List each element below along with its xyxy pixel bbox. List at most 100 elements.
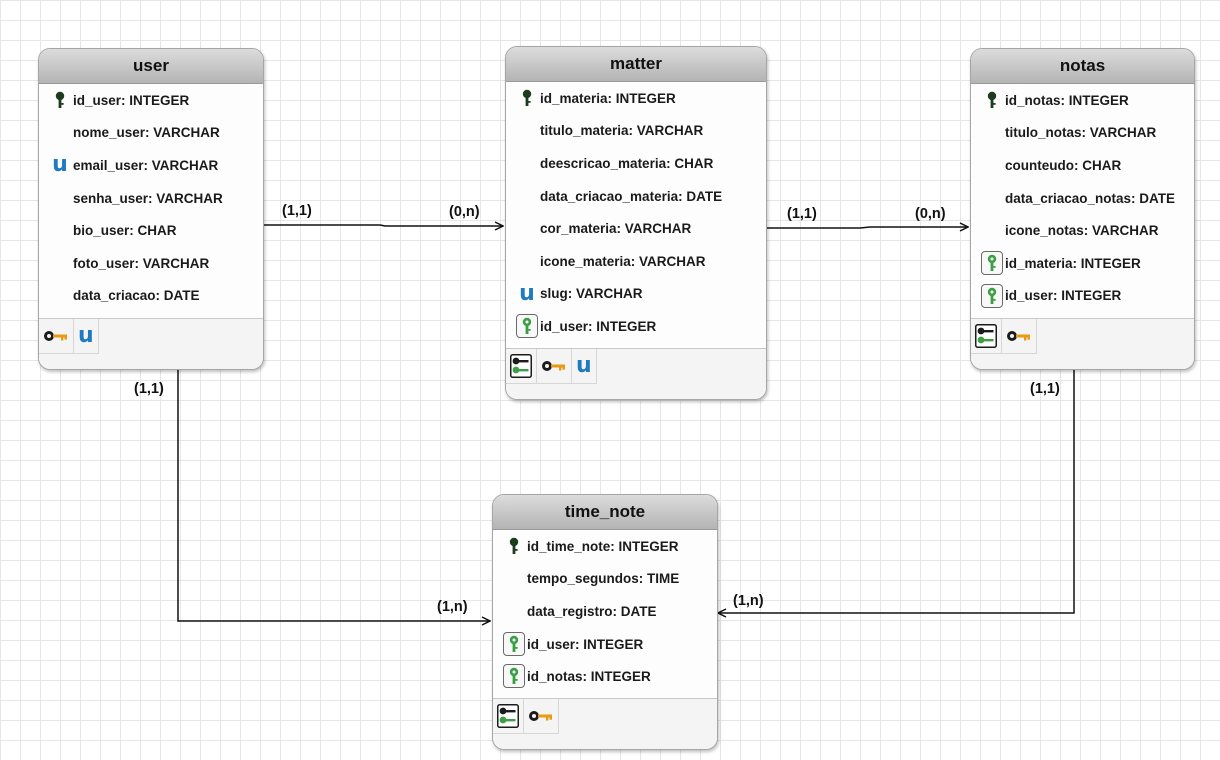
attribute-row[interactable]: id_materia: INTEGER bbox=[506, 82, 766, 115]
cardinality-matter-notas-target: (0,n) bbox=[915, 206, 946, 222]
unique-icon: u bbox=[52, 152, 68, 178]
entity-notas[interactable]: notas id_notas: INTEGER titulo_notas: VAR… bbox=[970, 48, 1195, 370]
primary-key-icon bbox=[503, 536, 525, 556]
cardinality-user-matter-source: (1,1) bbox=[282, 203, 312, 219]
attribute-row[interactable]: deescricao_materia: CHAR bbox=[506, 147, 766, 180]
attribute-row[interactable]: tempo_segundos: TIME bbox=[493, 563, 717, 596]
cardinality-notas-timenote-target: (1,n) bbox=[733, 593, 764, 609]
attribute-row[interactable]: data_registro: DATE bbox=[493, 595, 717, 628]
attribute-label: id_user: INTEGER bbox=[1005, 288, 1122, 304]
entity-matter[interactable]: matter id_materia: INTEGER titulo_materia… bbox=[505, 46, 767, 400]
attribute-row[interactable]: bio_user: CHAR bbox=[39, 214, 263, 247]
attribute-label: bio_user: CHAR bbox=[73, 223, 177, 239]
key-icon[interactable] bbox=[524, 699, 559, 733]
attribute-label: icone_notas: VARCHAR bbox=[1005, 223, 1159, 239]
entity-footer bbox=[493, 698, 717, 749]
attribute-row[interactable]: id_user: INTEGER bbox=[493, 628, 717, 661]
footer-icon-strip: u bbox=[506, 349, 597, 384]
attribute-label: id_time_note: INTEGER bbox=[527, 538, 679, 554]
entity-time-note[interactable]: time_note id_time_note: INTEGER tempo_seg… bbox=[492, 494, 718, 750]
attribute-row[interactable]: data_criacao_materia: DATE bbox=[506, 180, 766, 213]
entity-title: matter bbox=[506, 47, 766, 82]
attribute-list: id_materia: INTEGER titulo_materia: VARCH… bbox=[506, 82, 766, 343]
connector-notas-time-note bbox=[718, 368, 1075, 613]
foreign-key-icon[interactable] bbox=[506, 349, 537, 383]
entity-user[interactable]: user id_user: INTEGER nome_user: VARCHAR u… bbox=[38, 48, 264, 370]
attribute-row[interactable]: id_materia: INTEGER bbox=[971, 247, 1194, 280]
attribute-label: id_materia: INTEGER bbox=[540, 90, 676, 106]
attribute-row[interactable]: icone_materia: VARCHAR bbox=[506, 245, 766, 278]
unique-icon[interactable]: u bbox=[572, 349, 597, 383]
attribute-label: slug: VARCHAR bbox=[540, 286, 643, 302]
attribute-row[interactable]: u email_user: VARCHAR bbox=[39, 149, 263, 182]
attribute-label: counteudo: CHAR bbox=[1005, 157, 1122, 173]
footer-icon-strip bbox=[971, 319, 1037, 354]
primary-key-icon bbox=[49, 90, 71, 110]
entity-footer bbox=[971, 318, 1194, 369]
primary-key-icon bbox=[981, 90, 1003, 110]
attribute-row[interactable]: cor_materia: VARCHAR bbox=[506, 212, 766, 245]
attribute-row[interactable]: counteudo: CHAR bbox=[971, 149, 1194, 182]
attribute-label: nome_user: VARCHAR bbox=[73, 125, 220, 141]
cardinality-user-timenote-source: (1,1) bbox=[134, 381, 164, 397]
foreign-key-icon[interactable] bbox=[493, 699, 524, 733]
attribute-label: id_notas: INTEGER bbox=[1005, 92, 1129, 108]
attribute-label: email_user: VARCHAR bbox=[73, 157, 219, 173]
footer-icon-strip bbox=[493, 699, 559, 734]
attribute-label: id_materia: INTEGER bbox=[1005, 255, 1141, 271]
attribute-row[interactable]: data_criacao_notas: DATE bbox=[971, 182, 1194, 215]
attribute-label: data_criacao: DATE bbox=[73, 288, 200, 304]
attribute-row[interactable]: id_notas: INTEGER bbox=[971, 84, 1194, 117]
attribute-row[interactable]: id_user: INTEGER bbox=[506, 310, 766, 343]
attribute-row[interactable]: titulo_notas: VARCHAR bbox=[971, 117, 1194, 150]
attribute-row[interactable]: titulo_materia: VARCHAR bbox=[506, 115, 766, 148]
attribute-label: deescricao_materia: CHAR bbox=[540, 155, 714, 171]
attribute-row[interactable]: u slug: VARCHAR bbox=[506, 278, 766, 311]
connector-user-time-note bbox=[177, 368, 490, 621]
attribute-label: data_criacao_notas: DATE bbox=[1005, 190, 1176, 206]
attribute-label: tempo_segundos: TIME bbox=[527, 571, 680, 587]
unique-icon[interactable]: u bbox=[74, 319, 99, 353]
attribute-label: cor_materia: VARCHAR bbox=[540, 221, 692, 237]
attribute-row[interactable]: id_notas: INTEGER bbox=[493, 660, 717, 693]
entity-title: user bbox=[39, 49, 263, 84]
entity-footer: u bbox=[39, 318, 263, 369]
cardinality-user-matter-target: (0,n) bbox=[449, 204, 480, 220]
attribute-label: id_user: INTEGER bbox=[73, 92, 190, 108]
attribute-label: foto_user: VARCHAR bbox=[73, 255, 210, 271]
footer-icon-strip: u bbox=[39, 319, 99, 354]
foreign-key-icon bbox=[981, 250, 1003, 275]
entity-title: time_note bbox=[493, 495, 717, 530]
foreign-key-icon bbox=[503, 664, 525, 689]
attribute-row[interactable]: id_user: INTEGER bbox=[971, 280, 1194, 313]
key-icon[interactable] bbox=[39, 319, 74, 353]
primary-key-icon bbox=[516, 88, 538, 108]
cardinality-notas-timenote-source: (1,1) bbox=[1030, 381, 1060, 397]
cardinality-user-timenote-target: (1,n) bbox=[437, 599, 468, 615]
attribute-list: id_notas: INTEGER titulo_notas: VARCHAR co… bbox=[971, 84, 1194, 312]
attribute-row[interactable]: foto_user: VARCHAR bbox=[39, 247, 263, 280]
attribute-row[interactable]: id_time_note: INTEGER bbox=[493, 530, 717, 563]
foreign-key-icon bbox=[516, 314, 538, 339]
connector-user-matter bbox=[262, 225, 503, 226]
entity-title: notas bbox=[971, 49, 1194, 84]
attribute-row[interactable]: data_criacao: DATE bbox=[39, 280, 263, 313]
foreign-key-icon[interactable] bbox=[971, 319, 1002, 353]
connector-matter-notas bbox=[765, 227, 968, 228]
foreign-key-icon bbox=[981, 283, 1003, 308]
attribute-row[interactable]: icone_notas: VARCHAR bbox=[971, 214, 1194, 247]
attribute-row[interactable]: nome_user: VARCHAR bbox=[39, 117, 263, 150]
attribute-label: titulo_materia: VARCHAR bbox=[540, 123, 704, 139]
attribute-row[interactable]: senha_user: VARCHAR bbox=[39, 182, 263, 215]
attribute-list: id_time_note: INTEGER tempo_segundos: TIM… bbox=[493, 530, 717, 693]
unique-icon: u bbox=[519, 280, 535, 306]
cardinality-matter-notas-source: (1,1) bbox=[787, 206, 817, 222]
key-icon[interactable] bbox=[537, 349, 572, 383]
attribute-label: senha_user: VARCHAR bbox=[73, 190, 223, 206]
attribute-label: data_criacao_materia: DATE bbox=[540, 188, 723, 204]
key-icon[interactable] bbox=[1002, 319, 1037, 353]
attribute-row[interactable]: id_user: INTEGER bbox=[39, 84, 263, 117]
attribute-label: id_user: INTEGER bbox=[527, 636, 644, 652]
foreign-key-icon bbox=[503, 631, 525, 656]
entity-footer: u bbox=[506, 348, 766, 399]
